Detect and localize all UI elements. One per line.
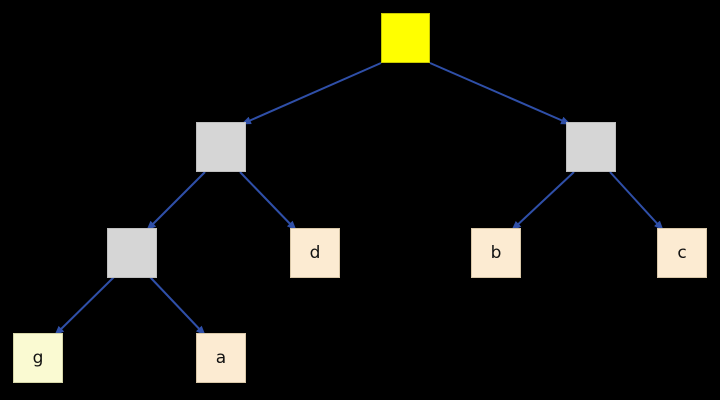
graph-node-n1[interactable]: [196, 122, 246, 172]
node-label-b: b: [490, 242, 502, 263]
graph-node-c[interactable]: c: [657, 228, 707, 278]
node-label-a: a: [215, 347, 227, 368]
graph-edge: [54, 276, 115, 336]
node-label-d: d: [309, 242, 321, 263]
graph-edge: [239, 171, 297, 231]
graph-edge: [609, 171, 664, 231]
graph-node-n2[interactable]: [566, 122, 616, 172]
graph-edge: [511, 171, 575, 231]
graph-node-root[interactable]: [381, 13, 430, 63]
graph-node-n3[interactable]: [107, 228, 157, 278]
node-label-c: c: [677, 242, 687, 263]
graph-node-d[interactable]: d: [290, 228, 340, 278]
graph-edge: [146, 171, 206, 231]
graph-edge: [241, 62, 382, 125]
graph-node-g[interactable]: g: [13, 333, 63, 383]
graph-edge: [149, 276, 206, 336]
graph-node-b[interactable]: b: [471, 228, 521, 278]
graph-node-a[interactable]: a: [196, 333, 246, 383]
graph-edge: [429, 62, 571, 125]
node-label-g: g: [32, 347, 44, 368]
